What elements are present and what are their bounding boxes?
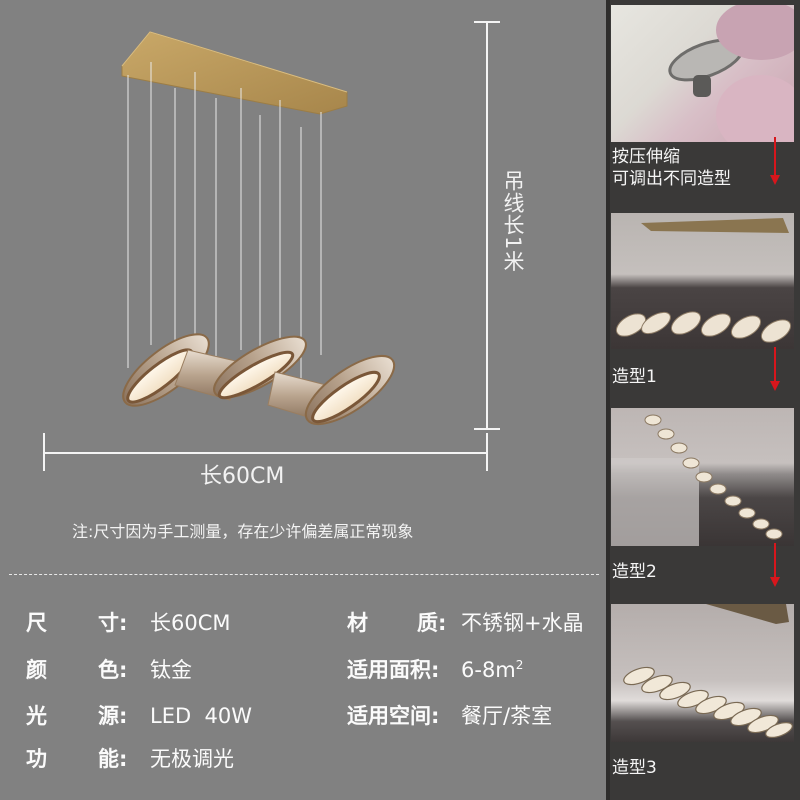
spec-value: 无极调光	[150, 747, 234, 771]
spec-material: 材 质: 不锈钢+水晶	[347, 607, 584, 637]
spec-key-b: 色:	[98, 658, 128, 682]
spec-value: 钛金	[150, 658, 192, 682]
spec-key-a: 颜	[26, 658, 47, 682]
photo-style-2	[611, 408, 794, 546]
caption-style-3: 造型3	[612, 758, 657, 778]
spec-value: 长60CM	[150, 611, 231, 635]
width-dimension-cap-left	[43, 433, 45, 471]
photo-style-1	[611, 213, 794, 349]
crystal-rings	[122, 333, 396, 426]
caption-style-2: 造型2	[612, 562, 657, 582]
height-dimension-cap-bottom	[474, 428, 500, 430]
spec-size: 尺 寸: 长60CM	[26, 607, 231, 637]
spec-value: 不锈钢+水晶	[461, 611, 584, 635]
spec-value: LED 40W	[150, 704, 252, 728]
spec-light-source: 光 源: LED 40W	[26, 700, 252, 730]
down-arrow-icon	[770, 137, 780, 187]
photo-connector-closeup	[611, 5, 794, 142]
photo-style-3	[611, 604, 794, 742]
spec-function: 功 能: 无极调光	[26, 743, 234, 773]
caption-press-stretch: 按压伸缩 可调出不同造型	[612, 146, 731, 190]
width-dimension-cap-right	[486, 433, 488, 471]
spec-key-b: 质:	[417, 611, 447, 635]
spec-key: 适用空间:	[347, 704, 440, 728]
spec-key-a: 功	[26, 747, 47, 771]
height-dimension-label: 吊线长1米	[501, 170, 525, 273]
spec-area: 适用面积: 6-8m2	[347, 654, 523, 684]
spec-key-b: 寸:	[98, 611, 128, 635]
width-dimension-line	[44, 452, 487, 454]
down-arrow-icon	[770, 347, 780, 392]
chandelier-illustration	[121, 31, 396, 426]
spec-value: 6-8m	[461, 658, 516, 682]
caption-line-2: 可调出不同造型	[612, 169, 731, 189]
spec-value-superscript: 2	[515, 658, 524, 672]
width-dimension-label: 长60CM	[200, 464, 285, 489]
caption-line-1: 按压伸缩	[612, 147, 680, 167]
spec-space: 适用空间: 餐厅/茶室	[347, 700, 552, 730]
spec-key-a: 尺	[26, 611, 47, 635]
spec-key: 适用面积:	[347, 658, 440, 682]
height-dimension-line	[486, 22, 488, 428]
dashed-divider	[9, 574, 599, 575]
down-arrow-icon	[770, 543, 780, 588]
measurement-note: 注:尺寸因为手工测量，存在少许偏差属正常现象	[72, 522, 414, 541]
spec-color: 颜 色: 钛金	[26, 654, 192, 684]
caption-style-1: 造型1	[612, 367, 657, 387]
height-dimension-cap-top	[474, 21, 500, 23]
spec-key-b: 源:	[98, 704, 128, 728]
spec-key-b: 能:	[98, 747, 128, 771]
spec-key-a: 材	[347, 611, 368, 635]
spec-key-a: 光	[26, 704, 47, 728]
spec-value: 餐厅/茶室	[461, 704, 553, 728]
main-product-area: 吊线长1米 长60CM 注:尺寸因为手工测量，存在少许偏差属正常现象 尺 寸: 长6…	[9, 21, 599, 773]
